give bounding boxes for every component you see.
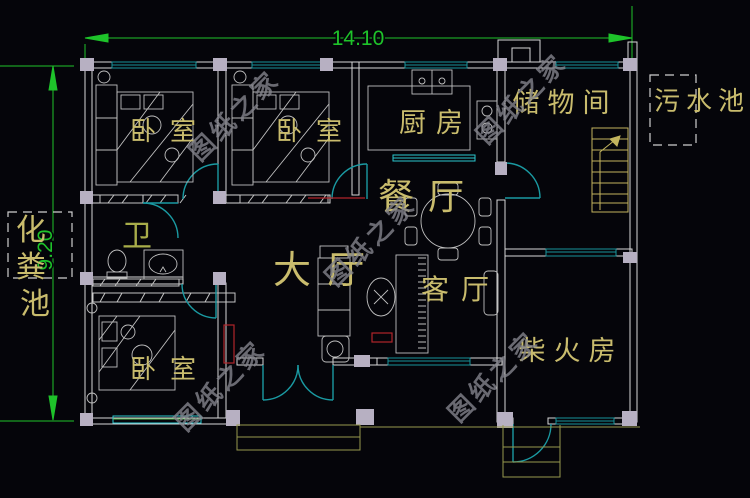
label-bath: 卫 xyxy=(122,220,152,253)
label-bedroom2: 卧室 xyxy=(276,116,356,146)
label-septic-tank: 化 粪 池 xyxy=(16,214,54,321)
red-accents xyxy=(223,197,393,364)
label-bedroom3: 卧室 xyxy=(130,354,210,384)
dimension-height-label: 9.20 xyxy=(34,230,57,271)
entry-steps xyxy=(236,424,640,478)
furniture xyxy=(86,69,499,404)
label-living: 客厅 xyxy=(421,274,501,305)
watermark: 图纸之家 xyxy=(169,334,272,437)
dimension-width-label: 14.10 xyxy=(332,27,385,50)
stairs xyxy=(591,127,629,213)
window-strips xyxy=(92,194,329,303)
label-firewood: 柴火房 xyxy=(519,336,624,366)
septic-tank-outline xyxy=(7,211,73,279)
label-kitchen: 厨房 xyxy=(399,108,473,138)
tank-outlines xyxy=(7,74,697,279)
label-storage: 储物间 xyxy=(513,88,618,118)
doors xyxy=(142,162,552,463)
label-hall: 大厅 xyxy=(273,250,381,292)
label-dining: 餐厅 xyxy=(378,176,478,217)
dimension-lines xyxy=(0,6,633,422)
columns xyxy=(80,58,637,428)
label-sewage-pool: 污水池 xyxy=(654,86,750,116)
windows xyxy=(111,61,619,425)
label-bedroom1: 卧室 xyxy=(130,116,210,146)
sewage-pool-outline xyxy=(649,74,697,146)
watermark: 图纸之家 xyxy=(442,325,545,428)
